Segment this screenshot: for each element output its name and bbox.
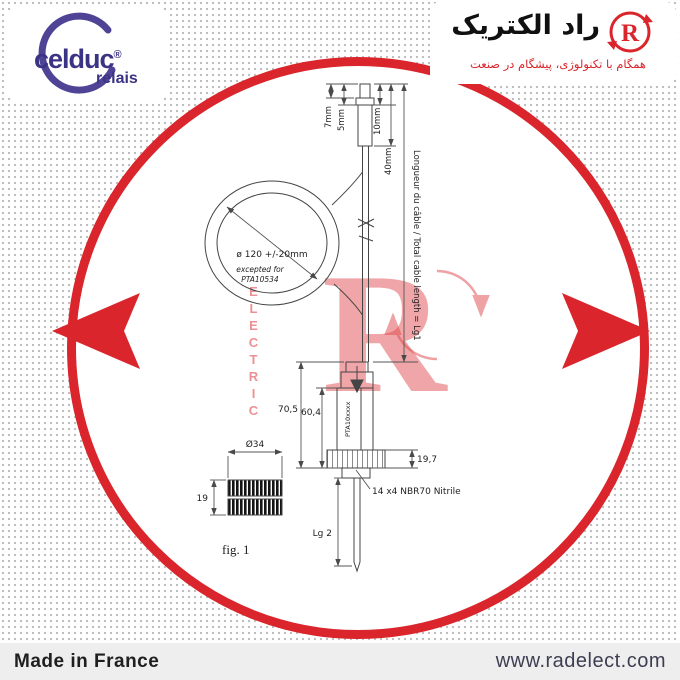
dim-19-label: 19 — [197, 494, 209, 504]
rad-electric-tagline: همگام با تکنولوژی، پیشگام در صنعت — [470, 57, 646, 71]
watermark-electric-text: ELECTRIC — [246, 284, 261, 420]
cable-coil-outer — [204, 180, 340, 306]
cable-sleeve — [357, 104, 373, 147]
celduc-wordmark: celduc® — [34, 44, 122, 74]
dim-10mm-label: 10mm — [373, 108, 383, 135]
website-url: www.radelect.com — [495, 650, 666, 672]
footer-bar: Made in France www.radelect.com — [0, 643, 680, 680]
cable-tie — [358, 235, 374, 242]
dim-19-7-label: 19,7 — [417, 455, 437, 465]
coil-diameter-label: ø 120 +/-20mm — [236, 250, 307, 260]
probe-flange — [326, 449, 386, 469]
dim-5mm-label: 5mm — [337, 109, 347, 131]
probe-outline — [204, 83, 386, 573]
gasket-washer — [227, 498, 283, 516]
dim-lg2-label: Lg 2 — [313, 529, 332, 539]
rad-electric-title: راد الکتریک — [451, 10, 600, 41]
coil-exception-line2: PTA10534 — [241, 275, 279, 284]
cable-tip — [359, 83, 371, 99]
gasket-note-label: 14 x4 NBR70 Nitrile — [372, 487, 461, 497]
dim-7mm-label: 7mm — [324, 106, 334, 128]
dim-60-4-label: 60,4 — [301, 408, 321, 418]
red-circular-ring — [67, 57, 649, 639]
dimension-lines — [210, 83, 418, 567]
gasket-washer — [227, 479, 283, 497]
celduc-logo: celduc® relais — [6, 6, 168, 102]
dim-70-5-label: 70,5 — [278, 405, 298, 415]
icon-arrow — [607, 41, 617, 50]
registered-mark: ® — [113, 49, 122, 61]
icon-arrow — [643, 14, 653, 23]
dim-o34-label: Ø34 — [246, 439, 265, 450]
cable-length-label: Longueur du câble / Total cable length =… — [411, 150, 421, 341]
cable-coil-inner — [216, 192, 328, 294]
cable-tie — [357, 218, 375, 228]
insert-arrow-icon — [350, 379, 364, 394]
probe-body — [336, 387, 374, 451]
cable-collar — [355, 97, 375, 106]
dim-40mm-label: 40mm — [384, 148, 394, 175]
rad-electric-logo: R راد الکتریک همگام با تکنولوژی، پیشگام … — [430, 2, 676, 84]
celduc-relais-label: relais — [96, 70, 138, 87]
probe-ref-label: PTA10xxxx — [344, 401, 352, 437]
coil-exception-line1: excepted for — [236, 265, 284, 274]
rad-electric-icon: R — [607, 11, 653, 53]
icon-r-letter: R — [621, 20, 640, 47]
celduc-swirl-icon — [38, 12, 116, 94]
figure-caption: fig. 1 — [222, 542, 249, 557]
made-in-france-label: Made in France — [14, 650, 160, 672]
